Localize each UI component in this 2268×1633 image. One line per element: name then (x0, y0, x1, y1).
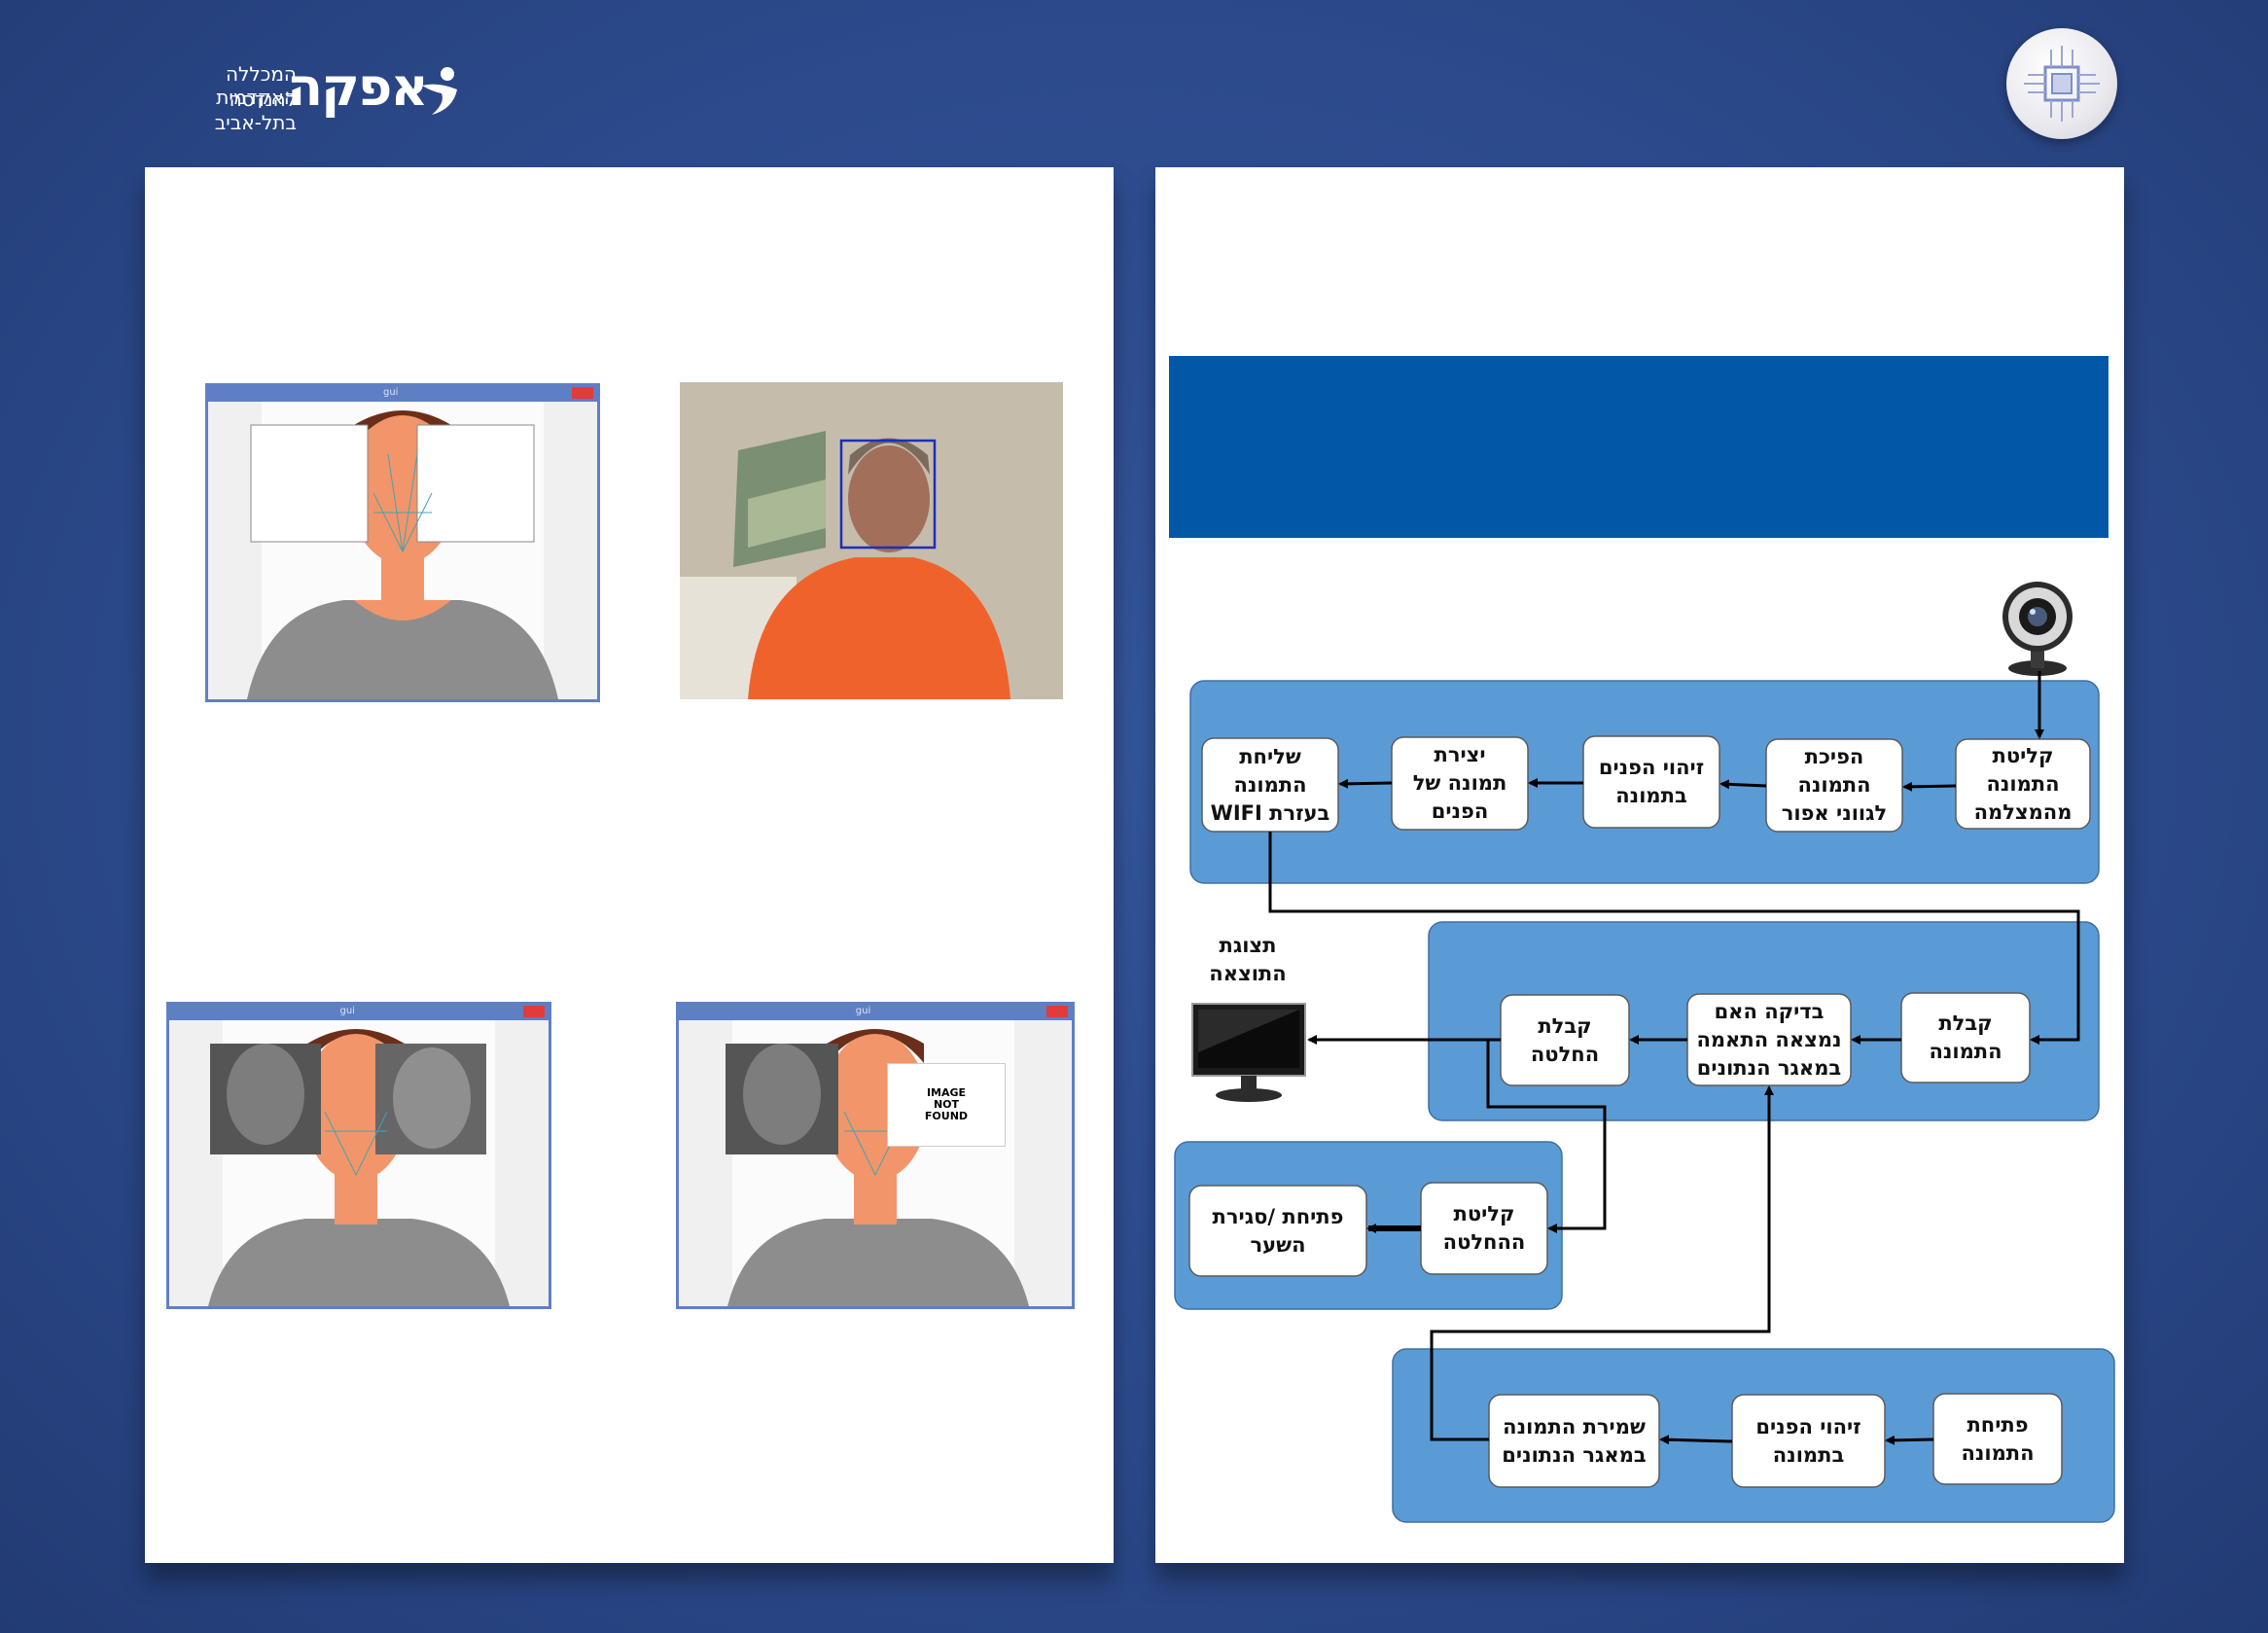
step-open-close-gate: פתיחת /סגירת השער (1212, 1204, 1344, 1257)
step-receive-decision: קליטת ההחלטה (1442, 1202, 1526, 1254)
block-diagram (1174, 582, 2115, 1523)
step-save-to-database: שמירת התמונה במאגר הנתונים (1502, 1414, 1647, 1467)
chip-badge-icon (2006, 28, 2117, 139)
step-receive-image: קבלת התמונה (1929, 1012, 2002, 1063)
window-titlebar: gui (169, 1005, 549, 1020)
step-detect-face: זיהוי הפנים בתמונה (1598, 756, 1705, 807)
step-convert-grayscale: הפיכת התמונה לגווני אפור (1781, 745, 1888, 825)
logo-word: אפקה (287, 56, 429, 118)
cartoon-face-graphic (208, 402, 597, 699)
step-send-wifi: שליחת התמונה בעזרת WIFI (1210, 744, 1330, 825)
logo-mark-icon (422, 67, 457, 115)
diagram-panel: קליטת התמונה מהמצלמה הפיכת התמונה לגווני… (1155, 167, 2124, 1563)
gui-window-not-found: gui IMAGE NOT FOUND (676, 1002, 1075, 1309)
logo-subtitle-1: המכללה האקדמית (216, 62, 297, 109)
logo-subtitle-2: להנדסה בתל-אביב (214, 88, 297, 134)
display-result-label: תצוגת התוצאה (1209, 934, 1287, 985)
step-open-image: פתיחת התמונה (1961, 1412, 2035, 1465)
window-title: gui (855, 1006, 871, 1016)
window-title: gui (339, 1006, 355, 1016)
window-title: gui (383, 387, 399, 398)
step-decision: קבלת החלטה (1530, 1013, 1600, 1066)
monitor-icon (1191, 1003, 1306, 1102)
step-create-face-image: יצירת תמונה של הפנים (1412, 743, 1507, 823)
screenshots-panel: gui (145, 167, 1114, 1563)
step-capture-image: קליטת התמונה מהמצלמה (1973, 743, 2073, 824)
webcam-icon (2002, 582, 2073, 676)
gui-window-match: gui (166, 1002, 551, 1309)
window-titlebar: gui (208, 386, 597, 402)
window-titlebar: gui (679, 1005, 1072, 1020)
close-icon[interactable] (523, 1006, 545, 1017)
step-detect-face-db: זיהוי הפנים בתמונה (1755, 1414, 1861, 1467)
afeka-logo: אפקה המכללה האקדמית להנדסה בתל-אביב (141, 56, 462, 134)
image-not-found-box: IMAGE NOT FOUND (887, 1063, 1006, 1147)
webcam-photo (680, 382, 1063, 699)
step-check-match: בדיקה האם נמצאה התאמה במאגר הנתונים (1696, 999, 1842, 1080)
gui-window-blank: gui (205, 383, 600, 702)
close-icon[interactable] (572, 387, 593, 399)
title-bar (1169, 356, 2109, 538)
close-icon[interactable] (1046, 1006, 1068, 1017)
image-not-found-text: IMAGE NOT FOUND (924, 1086, 969, 1122)
